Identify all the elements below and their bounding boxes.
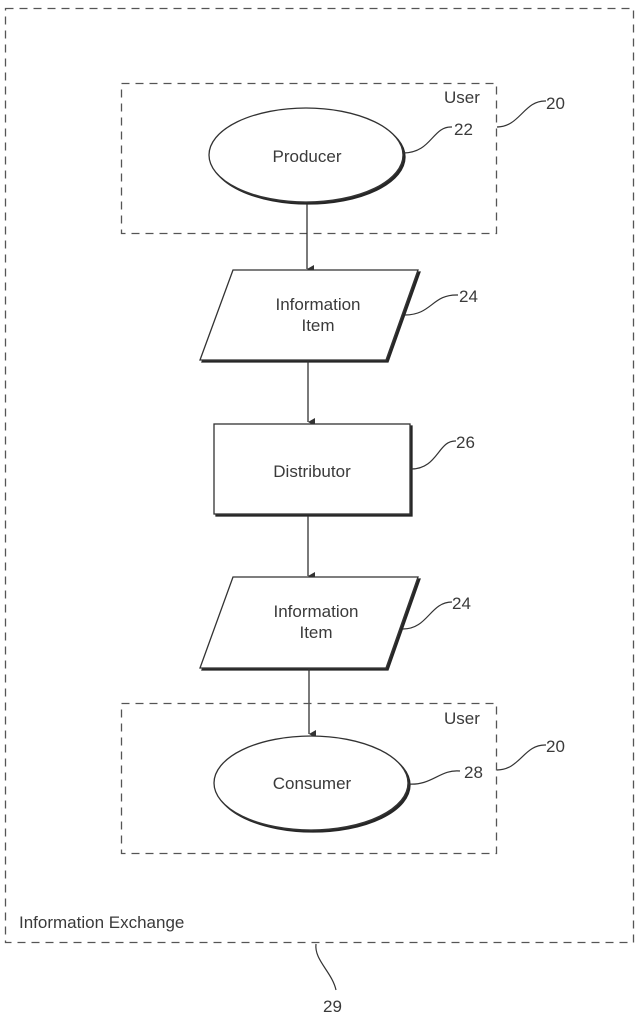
information-item-node-1: Information Item 24: [199, 269, 478, 361]
ref-numeral-29: 29: [323, 997, 342, 1016]
information-item-node-2: Information Item 24: [199, 576, 471, 669]
consumer-ellipse: [213, 735, 409, 831]
ref-numeral-24: 24: [452, 594, 471, 613]
distributor-label: Distributor: [273, 462, 351, 481]
ref-numeral-26: 26: [456, 433, 475, 452]
information-exchange-container: Information Exchange 29: [4, 7, 635, 1016]
ref-numeral-28: 28: [464, 763, 483, 782]
ref-numeral-20: 20: [546, 94, 565, 113]
consumer-label: Consumer: [273, 774, 352, 793]
producer-ellipse: [208, 107, 404, 203]
ref-numeral-24: 24: [459, 287, 478, 306]
user-box-border: [120, 82, 498, 235]
distributor-rectangle: [213, 423, 411, 515]
ref-numeral-22: 22: [454, 120, 473, 139]
container-label: Information Exchange: [19, 913, 184, 932]
user-box-label: User: [444, 709, 480, 728]
information-item-label-line1: Information: [275, 295, 360, 314]
leader-line-20: [496, 100, 547, 128]
leader-line-24: [404, 294, 459, 316]
user-box-label: User: [444, 88, 480, 107]
producer-label: Producer: [273, 147, 342, 166]
user-box-border: [120, 702, 498, 855]
information-item-parallelogram: [199, 269, 419, 361]
information-item-label-line2: Item: [299, 623, 332, 642]
leader-line-22: [402, 126, 453, 154]
user-box-bottom: User 20: [120, 702, 565, 855]
leader-line-20: [496, 744, 547, 771]
information-item-parallelogram: [199, 576, 419, 669]
user-box-top: User 20: [120, 82, 565, 235]
producer-node: Producer 22: [208, 107, 473, 203]
leader-line-29: [315, 943, 337, 991]
leader-line-24: [402, 601, 453, 630]
information-item-label-line1: Information: [273, 602, 358, 621]
leader-line-26: [410, 440, 457, 470]
leader-line-28: [407, 770, 461, 785]
outer-dashed-border: [4, 7, 635, 944]
consumer-node: Consumer 28: [213, 735, 483, 831]
ref-numeral-20: 20: [546, 737, 565, 756]
information-item-label-line2: Item: [301, 316, 334, 335]
distributor-node: Distributor 26: [213, 423, 475, 515]
